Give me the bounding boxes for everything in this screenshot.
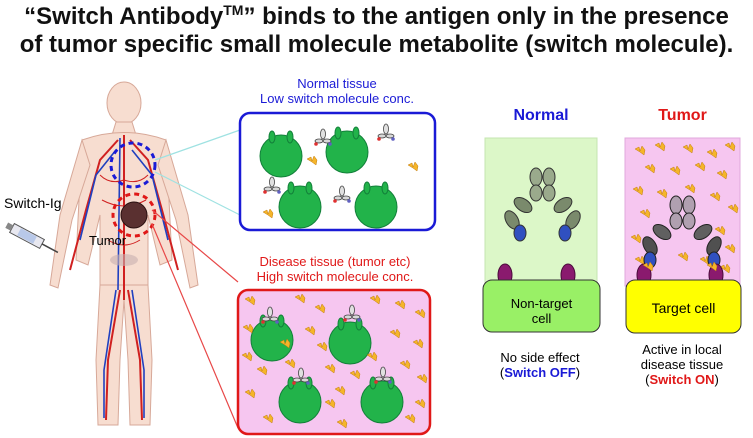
tumor-caption: Active in local disease tissue (Switch O… — [640, 342, 724, 387]
non-target-cell-label: Non-target cell — [510, 296, 573, 326]
title-line-2: of tumor specific small molecule metabol… — [19, 31, 734, 58]
disease-tissue-label: Disease tissue (tumor etc) High switch m… — [256, 254, 414, 284]
tumor-label: Tumor — [89, 233, 127, 248]
bound-antibody — [642, 195, 722, 269]
normal-column-background — [484, 137, 598, 287]
non-target-cell — [482, 279, 601, 333]
normal-caption: No side effect (Switch OFF) — [499, 350, 581, 380]
human-body-illustration — [49, 81, 241, 429]
tumor-heading: Tumor — [658, 107, 707, 124]
switch-ig-label: Switch-Ig — [4, 195, 62, 211]
free-antibody — [504, 167, 581, 242]
target-cell-label: Target cell — [651, 300, 716, 316]
title-line-1: “Switch AntibodyTM” binds to the antigen… — [24, 2, 729, 30]
syringe-icon — [5, 222, 59, 254]
normal-heading: Normal — [513, 107, 569, 124]
target-cell — [625, 279, 742, 334]
disease-tissue-box — [236, 288, 432, 436]
normal-tissue-label: Normal tissue Low switch molecule conc. — [260, 76, 414, 106]
